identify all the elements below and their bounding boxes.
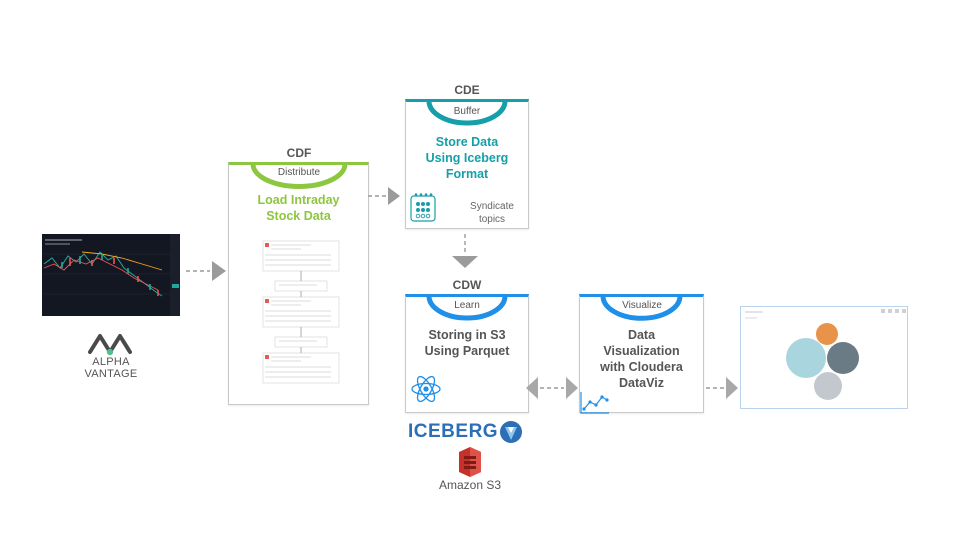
cde-arc <box>426 100 508 126</box>
dataviz-dashboard-thumbnail <box>740 306 908 409</box>
atom-icon <box>411 375 441 403</box>
alpha-vantage-name-line2: VANTAGE <box>84 368 138 380</box>
cde-title-line2: Using Iceberg <box>425 151 509 165</box>
cdf-title-line2: Stock Data <box>266 209 331 223</box>
line-chart-icon <box>580 392 609 414</box>
viz-card <box>579 294 704 413</box>
nifi-flow-thumbnail <box>262 240 340 384</box>
cdw-title-line1: Storing in S3 <box>428 328 506 342</box>
arrow-chart-to-cdf <box>186 261 226 281</box>
viz-title-line1: Data <box>627 328 656 342</box>
cdf-label: CDF <box>286 146 312 160</box>
iceberg-logo: ICEBERG <box>408 421 499 442</box>
cdw-title-line2: Using Parquet <box>424 344 510 358</box>
cde-note-line2: topics <box>478 214 506 225</box>
alpha-vantage-name-line1: ALPHA <box>92 356 130 368</box>
cdw-card <box>405 294 529 413</box>
cde-title-line3: Format <box>445 167 489 181</box>
viz-title-line2: Visualization <box>603 344 680 358</box>
viz-title-line3: with Cloudera <box>600 360 683 374</box>
cdf-arc-label: Distribute <box>277 167 321 178</box>
arrow-cdf-to-cde <box>368 187 400 205</box>
cdw-arc <box>426 295 508 321</box>
arrow-cdw-viz-bidirectional <box>526 377 578 399</box>
bubble-chart-graphic <box>745 309 906 400</box>
cdw-label: CDW <box>452 278 482 292</box>
iceberg-logo-icon <box>500 421 522 443</box>
cde-note-line1: Syndicate <box>470 201 514 212</box>
cdf-arc <box>250 163 348 189</box>
arrow-cde-to-cdw <box>452 234 478 268</box>
stock-chart-graphic <box>42 234 180 316</box>
topics-grid-icon <box>410 193 436 222</box>
cdf-title-line1: Load Intraday <box>257 193 340 207</box>
viz-title-line4: DataViz <box>619 376 664 390</box>
alpha-vantage-logo-icon <box>88 334 132 356</box>
cde-title-line1: Store Data <box>435 135 499 149</box>
arrow-viz-to-dashboard <box>706 377 738 399</box>
cdw-arc-label: Learn <box>454 300 480 311</box>
stock-chart-thumbnail <box>42 234 180 316</box>
viz-arc <box>600 295 683 321</box>
cde-label: CDE <box>454 83 480 97</box>
amazon-s3-icon <box>459 447 481 477</box>
cde-arc-label: Buffer <box>453 106 481 117</box>
amazon-s3-label: Amazon S3 <box>438 478 502 492</box>
viz-arc-label: Visualize <box>622 300 662 311</box>
